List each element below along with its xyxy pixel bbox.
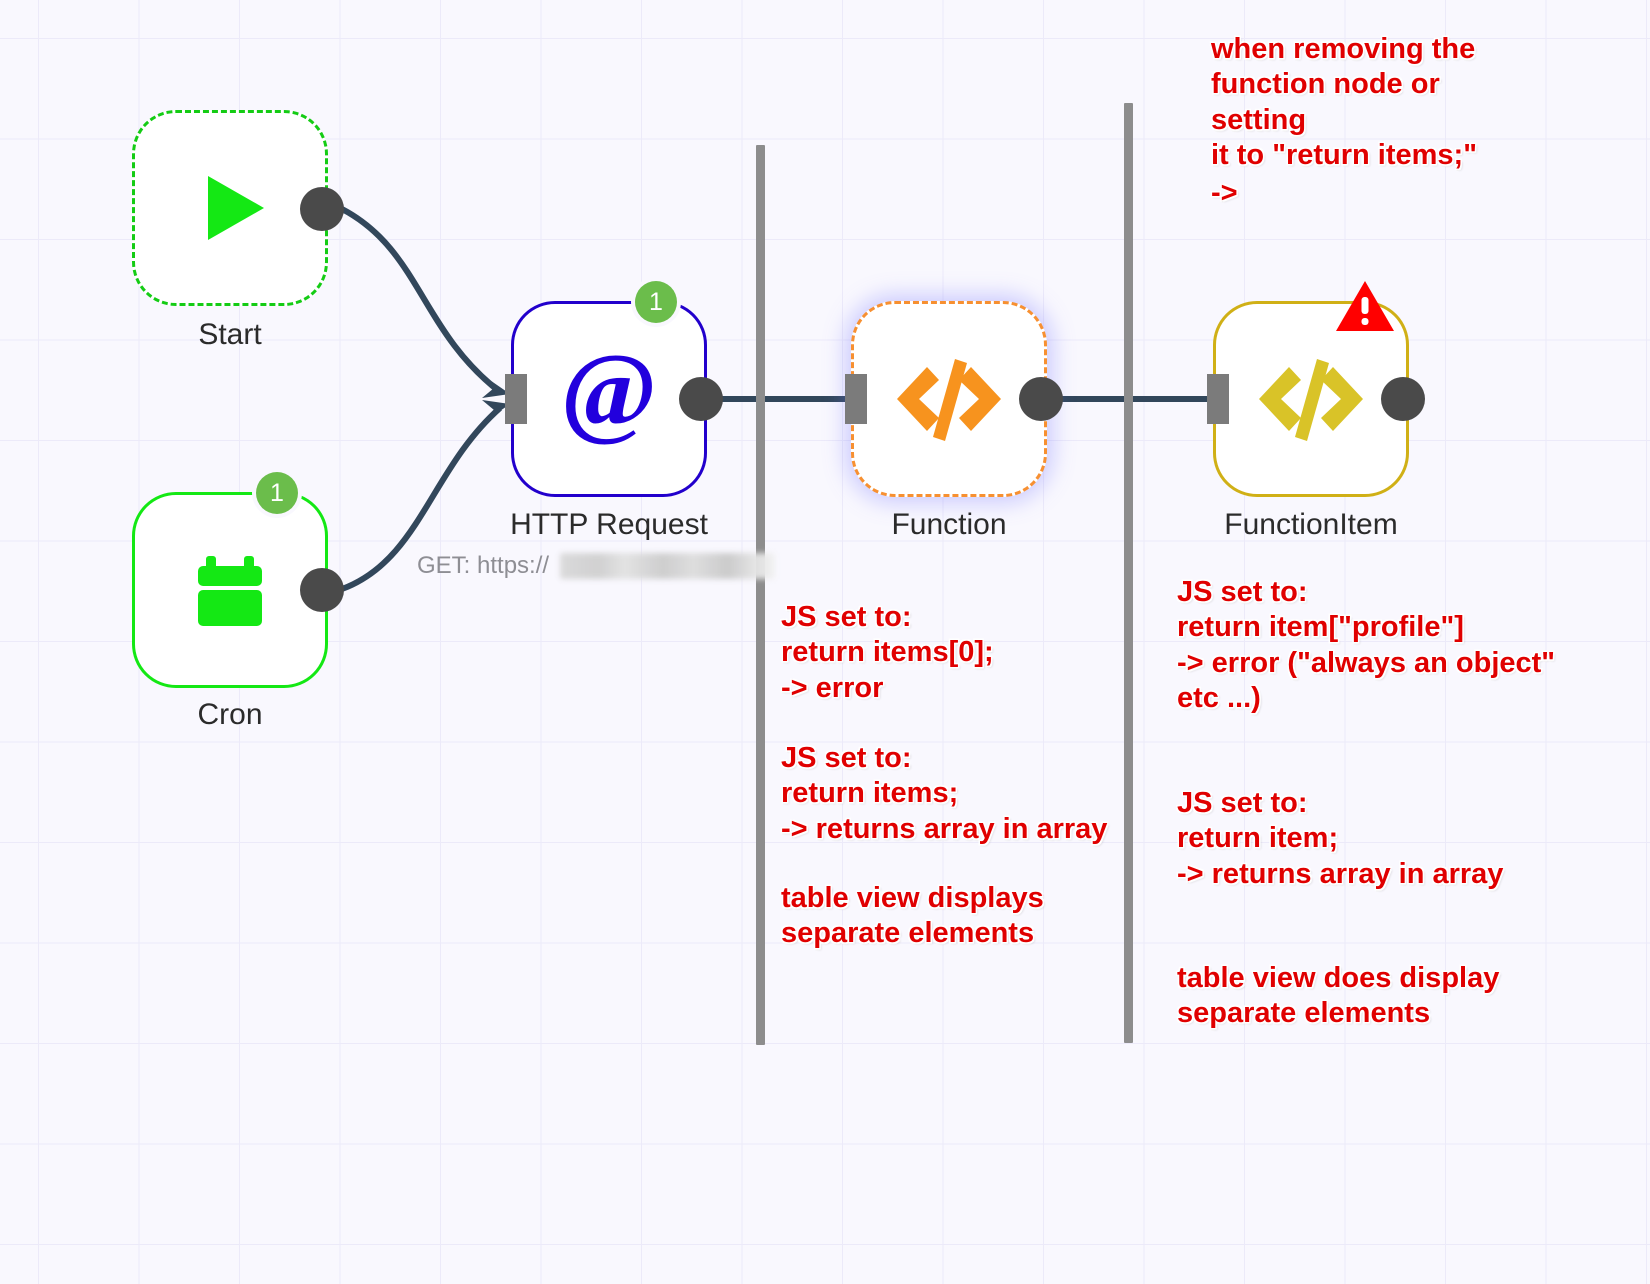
guide-bar-functionitem <box>1124 103 1133 1043</box>
node-function-label: Function <box>891 508 1007 541</box>
function-icon-wrap <box>854 304 1044 494</box>
annotation-functionitem-block3: table view does display separate element… <box>1177 962 1500 1030</box>
svg-text:@: @ <box>561 347 658 448</box>
functionitem-input-endpoint[interactable] <box>1207 374 1229 424</box>
functionitem-output-endpoint[interactable] <box>1381 377 1425 421</box>
http-output-endpoint[interactable] <box>679 377 723 421</box>
functionitem-icon-wrap <box>1216 304 1406 494</box>
function-input-endpoint[interactable] <box>845 374 867 424</box>
url-redaction-blur <box>560 553 775 579</box>
code-brackets-icon <box>897 359 1001 441</box>
code-brackets-icon <box>1259 359 1363 441</box>
link-start-to-http <box>340 206 502 395</box>
annotation-top-right: when removing the function node or setti… <box>1211 33 1477 172</box>
node-function[interactable] <box>851 301 1047 497</box>
calendar-icon <box>198 556 262 626</box>
node-cron[interactable] <box>132 492 328 688</box>
cron-icon-wrap <box>135 495 325 685</box>
node-start[interactable] <box>132 110 328 306</box>
node-http-request[interactable]: @ <box>511 301 707 497</box>
http-input-endpoint[interactable] <box>505 374 527 424</box>
http-icon-wrap: @ <box>514 304 704 494</box>
node-cron-label: Cron <box>197 698 263 731</box>
annotation-function-block2: JS set to: return items; -> returns arra… <box>781 742 1108 845</box>
play-icon <box>208 176 264 240</box>
annotation-functionitem-block2: JS set to: return item; -> returns array… <box>1177 787 1504 890</box>
at-sign-icon: @ <box>561 347 658 448</box>
start-output-endpoint[interactable] <box>300 187 344 231</box>
start-icon-wrap <box>135 113 325 303</box>
cron-output-endpoint[interactable] <box>300 568 344 612</box>
node-http-label: HTTP Request <box>510 508 708 541</box>
annotation-functionitem-block1: JS set to: return item["profile"] -> err… <box>1177 576 1556 715</box>
node-functionitem-label: FunctionItem <box>1224 508 1398 541</box>
annotation-function-block3: table view displays separate elements <box>781 882 1044 950</box>
node-http-badge: 1 <box>635 281 677 323</box>
annotation-function-block1: JS set to: return items[0]; -> error <box>781 601 994 704</box>
function-output-endpoint[interactable] <box>1019 377 1063 421</box>
annotation-top-right-arrow: -> <box>1211 177 1238 209</box>
node-cron-badge: 1 <box>256 472 298 514</box>
warning-triangle-icon[interactable] <box>1334 279 1396 335</box>
node-start-label: Start <box>198 318 262 351</box>
guide-bar-function <box>756 145 765 1045</box>
node-http-sublabel: GET: https:// <box>417 552 550 579</box>
